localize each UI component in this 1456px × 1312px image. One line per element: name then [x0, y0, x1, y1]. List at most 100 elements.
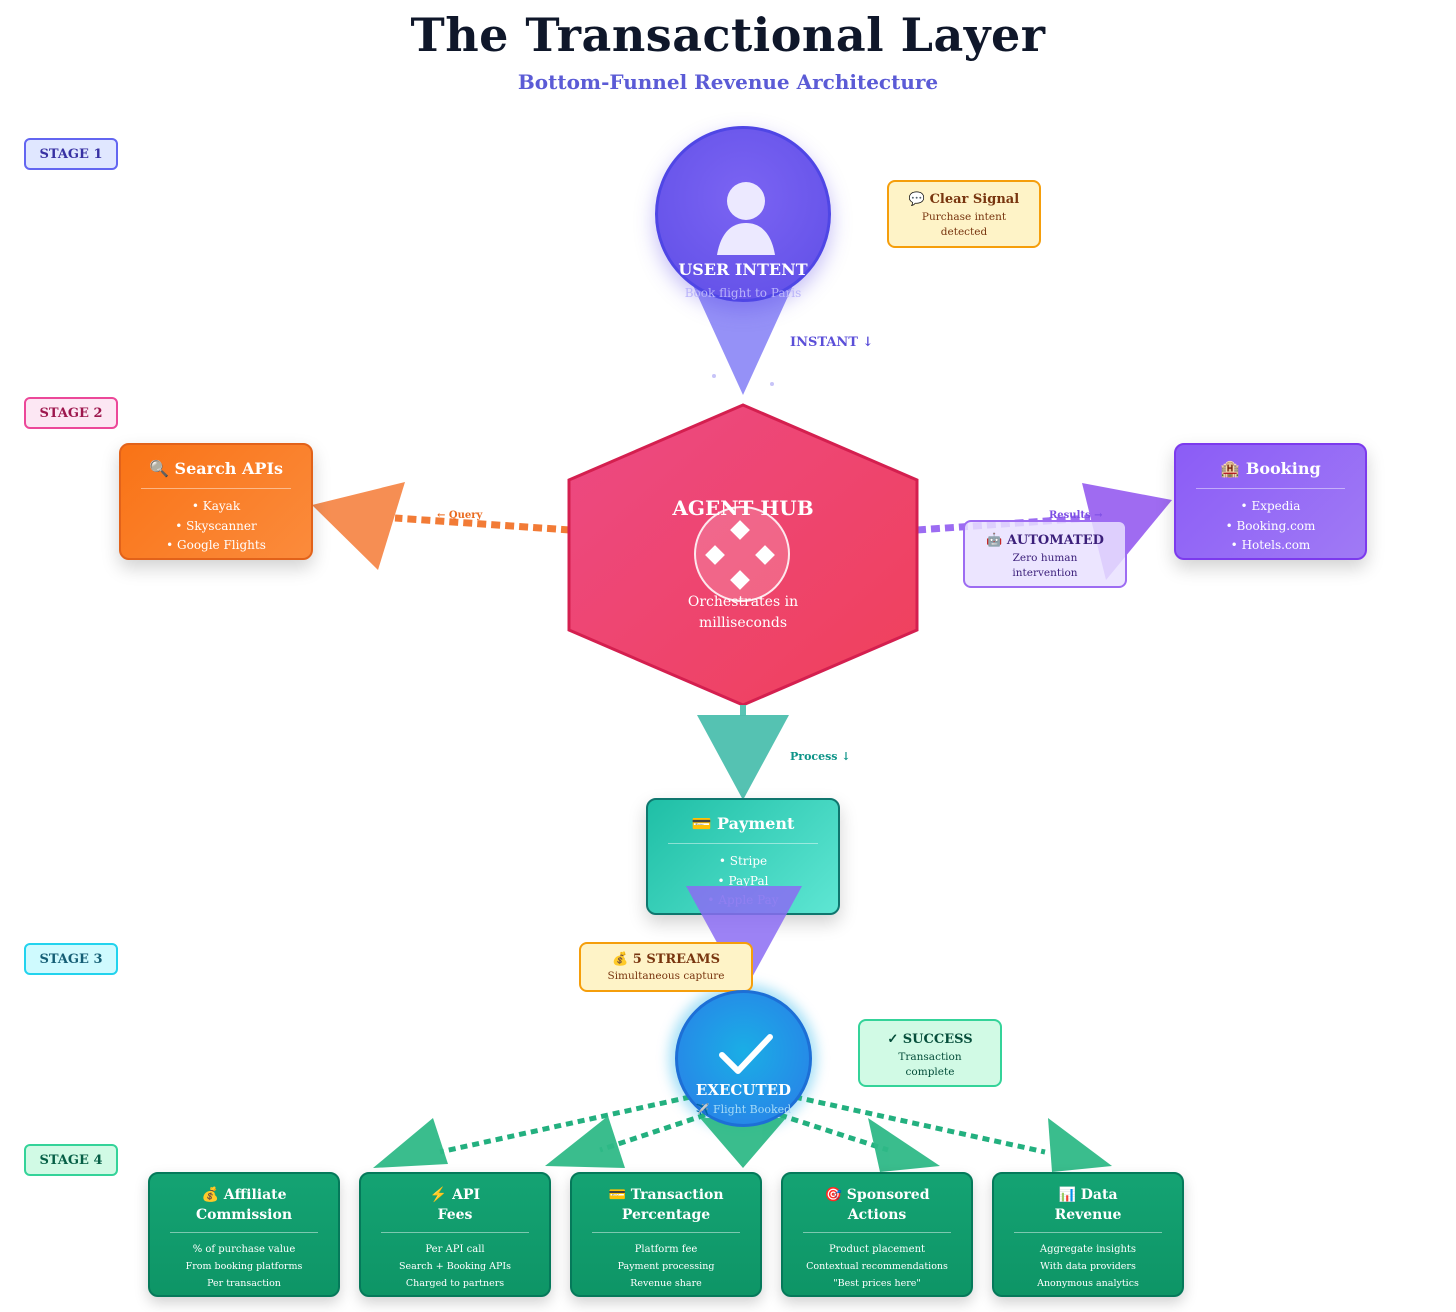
clear-signal-line2: detected [940, 226, 988, 238]
clear-signal-line1: Purchase intent [921, 211, 1007, 223]
search-apis-card: 🔍 Search APIs • Kayak • Skyscanner • Goo… [119, 443, 313, 560]
revenue-title-line1: API [452, 1187, 481, 1203]
money-bag-icon: 💰 [201, 1187, 219, 1203]
user-icon [717, 182, 775, 255]
automated-line2: intervention [1012, 567, 1078, 579]
revenue-title-line1: Transaction [630, 1187, 724, 1203]
stage-3-badge: STAGE 3 [24, 943, 118, 975]
revenue-arrowhead-3 [700, 1118, 786, 1168]
executed-subtitle: ✈️ Flight Booked [695, 1103, 792, 1116]
search-icon: 🔍 [149, 459, 169, 478]
intent-arrow [686, 270, 800, 395]
revenue-line: From booking platforms [185, 1261, 303, 1272]
revenue-arrowhead-1 [373, 1118, 448, 1168]
revenue-arrowhead-2 [545, 1116, 625, 1168]
revenue-arrowhead-4 [868, 1118, 940, 1172]
page-subtitle: Bottom-Funnel Revenue Architecture [517, 70, 939, 94]
revenue-line: "Best prices here" [833, 1278, 921, 1289]
query-arrowhead [312, 482, 405, 570]
user-intent-node [655, 126, 831, 302]
revenue-title-line2: Actions [847, 1207, 907, 1223]
robot-icon: 🤖 [986, 533, 1003, 548]
target-icon: 🎯 [824, 1187, 842, 1203]
revenue-line: Payment processing [617, 1261, 715, 1272]
revenue-arrowhead-5 [1048, 1118, 1112, 1172]
lightning-icon: ⚡ [429, 1187, 448, 1203]
revenue-line: Revenue share [630, 1278, 702, 1289]
search-apis-title: Search APIs [174, 459, 283, 478]
revenue-line: Aggregate insights [1039, 1244, 1137, 1255]
revenue-line: Per API call [425, 1244, 485, 1255]
revenue-line: Charged to partners [405, 1278, 505, 1289]
stage-2-badge: STAGE 2 [24, 397, 118, 429]
booking-item-expedia: • Expedia [1240, 499, 1301, 513]
money-bag-icon: 💰 [612, 952, 629, 967]
revenue-line: % of purchase value [192, 1244, 296, 1255]
automated-line1: Zero human [1012, 552, 1078, 564]
revenue-line: Platform fee [634, 1244, 698, 1255]
revenue-title-line1: Affiliate [223, 1187, 287, 1203]
revenue-title-line2: Percentage [621, 1207, 711, 1223]
booking-item-booking-com: • Booking.com [1225, 518, 1316, 533]
stage-1-badge: STAGE 1 [24, 138, 118, 170]
checkmark-icon [719, 1034, 773, 1074]
executed-title: EXECUTED [695, 1081, 792, 1099]
revenue-card-api-fees: ⚡ API Fees Per API call Search + Booking … [359, 1172, 551, 1297]
query-label: ← Query [437, 510, 483, 521]
page-title: The Transactional Layer [410, 8, 1046, 62]
revenue-title-line1: Sponsored [846, 1187, 930, 1203]
revenue-title-line2: Fees [437, 1207, 473, 1223]
speech-bubble-icon: 💬 [908, 192, 926, 207]
payment-item-paypal: • PayPal [717, 873, 769, 888]
revenue-line: Contextual recommendations [806, 1261, 948, 1272]
booking-card: 🏨 Booking • Expedia • Booking.com • Hote… [1174, 443, 1367, 560]
hotel-icon: 🏨 [1220, 459, 1241, 478]
success-title: ✓ SUCCESS [887, 1032, 973, 1047]
process-arrow [697, 715, 789, 800]
automated-title: AUTOMATED [1006, 533, 1104, 548]
instant-label: INSTANT ↓ [790, 335, 874, 350]
results-label: Results → [1049, 510, 1103, 521]
agent-hub-line2: milliseconds [698, 615, 788, 631]
credit-card-icon: 💳 [691, 814, 712, 833]
bar-chart-icon: 📊 [1058, 1187, 1076, 1203]
query-connector [394, 514, 571, 534]
payment-down-arrow [686, 886, 802, 992]
revenue-line: With data providers [1040, 1261, 1136, 1272]
revenue-title-line2: Revenue [1054, 1207, 1122, 1223]
stage-4-badge: STAGE 4 [24, 1144, 118, 1176]
revenue-line: Per transaction [207, 1278, 281, 1289]
clear-signal-note: 💬 Clear Signal Purchase intent detected [887, 180, 1041, 248]
revenue-line: Product placement [828, 1244, 926, 1255]
agent-hub-line1: Orchestrates in [687, 594, 799, 610]
five-streams-line1: Simultaneous capture [607, 970, 725, 982]
booking-item-hotels-com: • Hotels.com [1230, 538, 1311, 552]
process-label: Process ↓ [790, 750, 851, 763]
five-streams-title: 5 STREAMS [632, 952, 720, 967]
user-intent-title: USER INTENT [678, 260, 808, 279]
user-intent-subtitle: Book flight to Paris [684, 286, 802, 300]
automated-note: 🤖 AUTOMATED Zero human intervention [963, 520, 1127, 588]
five-streams-note: 💰 5 STREAMS Simultaneous capture [579, 942, 753, 992]
search-item-google-flights: • Google Flights [166, 538, 266, 552]
revenue-title-line2: Commission [195, 1207, 293, 1223]
executed-node [675, 990, 812, 1127]
revenue-line: Search + Booking APIs [398, 1261, 512, 1272]
agent-hub-caption: Orchestrates in milliseconds [643, 592, 843, 634]
payment-item-stripe: • Stripe [718, 854, 768, 868]
diamond-dots-icon [694, 506, 790, 602]
success-line1: Transaction [898, 1051, 962, 1063]
credit-card-icon: 💳 [608, 1187, 626, 1203]
revenue-line: Anonymous analytics [1037, 1278, 1139, 1289]
search-item-kayak: • Kayak [191, 499, 241, 513]
search-item-skyscanner: • Skyscanner [175, 518, 257, 533]
booking-title: Booking [1245, 459, 1321, 478]
clear-signal-title: Clear Signal [929, 192, 1020, 207]
revenue-title-line1: Data [1080, 1187, 1118, 1203]
payment-title: Payment [717, 814, 795, 833]
